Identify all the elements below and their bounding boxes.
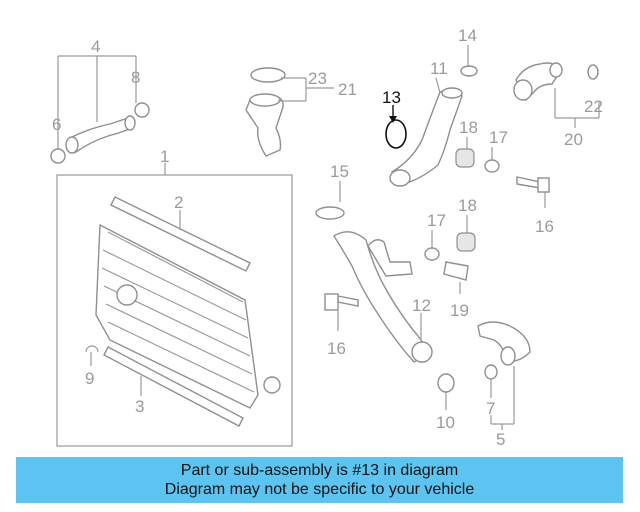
callout-3: 3 (135, 397, 144, 416)
callout-5: 5 (496, 430, 505, 449)
callout-7: 7 (486, 399, 495, 418)
callout-10: 10 (436, 413, 455, 432)
callout-18-middle: 18 (458, 196, 477, 215)
intercooler-assembly (56, 163, 293, 447)
small-parts-middle (424, 232, 476, 281)
parts-diagram: 1 2 3 4 5 6 7 8 9 10 11 12 13 14 15 16 1… (50, 26, 603, 449)
leader-lines (57, 45, 600, 430)
charge-pipe-12 (315, 206, 433, 363)
callout-6: 6 (52, 115, 61, 134)
banner-line-part: Part or sub-assembly is #13 in diagram (180, 462, 459, 479)
callout-16-left: 16 (327, 339, 346, 358)
callout-19: 19 (450, 301, 469, 320)
arrow-13 (389, 116, 397, 123)
callout-8: 8 (131, 68, 140, 87)
banner-line-disclaimer: Diagram may not be specific to your vehi… (164, 481, 475, 498)
callout-17-upper: 17 (489, 128, 508, 147)
callout-23: 23 (308, 69, 327, 88)
hose-assembly-4 (50, 102, 150, 164)
callout-16-right: 16 (535, 217, 554, 236)
callout-4: 4 (91, 37, 100, 56)
callout-21: 21 (338, 80, 357, 99)
callout-13[interactable]: 13 (382, 88, 401, 107)
intake-pipe-11 (389, 65, 478, 187)
callout-20: 20 (564, 130, 583, 149)
small-parts-upper (455, 148, 550, 193)
hose-assembly-5 (437, 321, 531, 393)
callout-15: 15 (330, 162, 349, 181)
callout-11: 11 (430, 59, 448, 78)
callout-1: 1 (160, 147, 169, 166)
callout-9: 9 (85, 369, 94, 388)
info-banner: Part or sub-assembly is #13 in diagram D… (16, 457, 623, 503)
hose-assembly-21 (245, 67, 286, 157)
callout-12: 12 (412, 296, 431, 315)
callout-14: 14 (458, 26, 477, 45)
elbow-assembly-20 (513, 62, 599, 102)
callout-17-middle: 17 (427, 211, 446, 230)
callout-22: 22 (584, 97, 603, 116)
callout-2: 2 (174, 193, 183, 212)
seal-13[interactable] (385, 119, 407, 149)
callout-18-upper: 18 (459, 118, 478, 137)
